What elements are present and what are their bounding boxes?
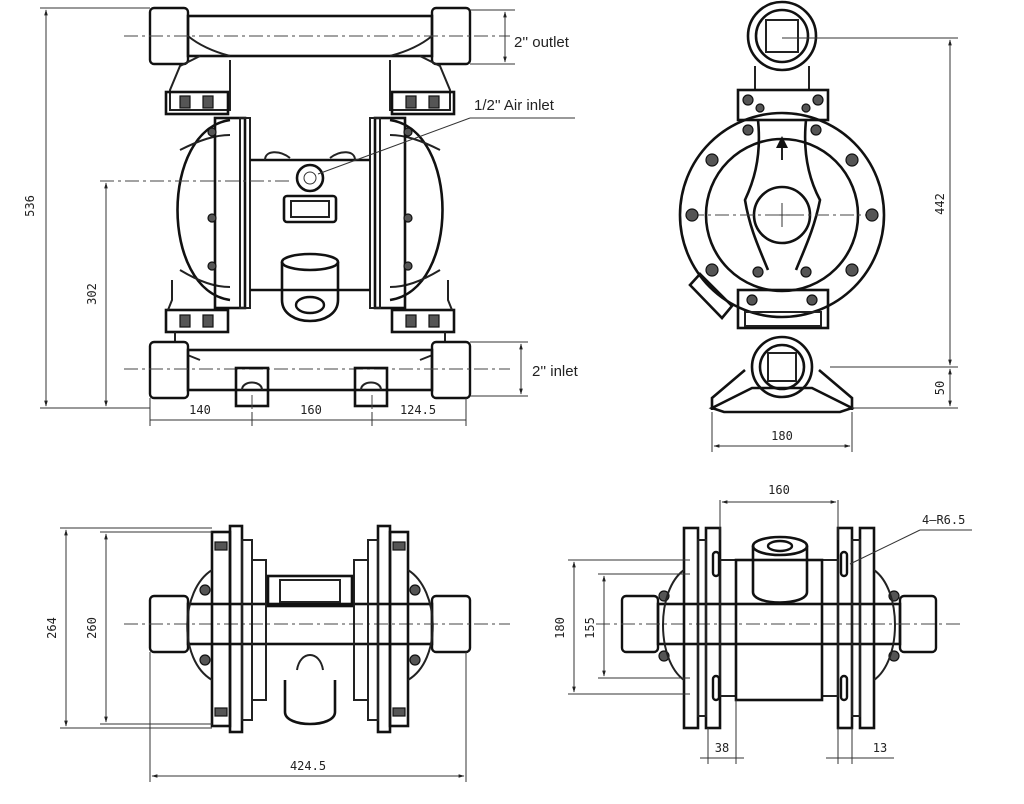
dim-bottom-155: 155	[583, 617, 597, 639]
dim-160: 160	[300, 403, 322, 417]
dim-bottom-13: 13	[873, 741, 887, 755]
dim-442: 442	[933, 193, 947, 215]
dim-bottom-180: 180	[553, 617, 567, 639]
dim-424-5: 424.5	[290, 759, 326, 773]
front-view: 536 302 140 160 124.5 2'' outlet 1/2'' A…	[23, 6, 579, 426]
label-air-inlet: 1/2'' Air inlet	[474, 97, 555, 114]
dim-50: 50	[933, 381, 947, 395]
dim-260: 260	[85, 617, 99, 639]
side-view: 442 50 180	[678, 0, 958, 452]
dim-140: 140	[189, 403, 211, 417]
label-inlet: 2'' inlet	[532, 363, 579, 380]
bottom-view: 160 4—R6.5 180 155 38 13	[553, 483, 972, 764]
label-outlet: 2'' outlet	[514, 34, 570, 51]
dim-264: 264	[45, 617, 59, 639]
dim-bottom-160: 160	[768, 483, 790, 497]
dim-536: 536	[23, 195, 37, 217]
dim-302: 302	[85, 283, 99, 305]
dim-124-5: 124.5	[400, 403, 436, 417]
top-view: 264 260 424.5	[45, 524, 510, 782]
dim-side-180: 180	[771, 429, 793, 443]
dim-bottom-38: 38	[715, 741, 729, 755]
label-radius: 4—R6.5	[922, 513, 965, 527]
